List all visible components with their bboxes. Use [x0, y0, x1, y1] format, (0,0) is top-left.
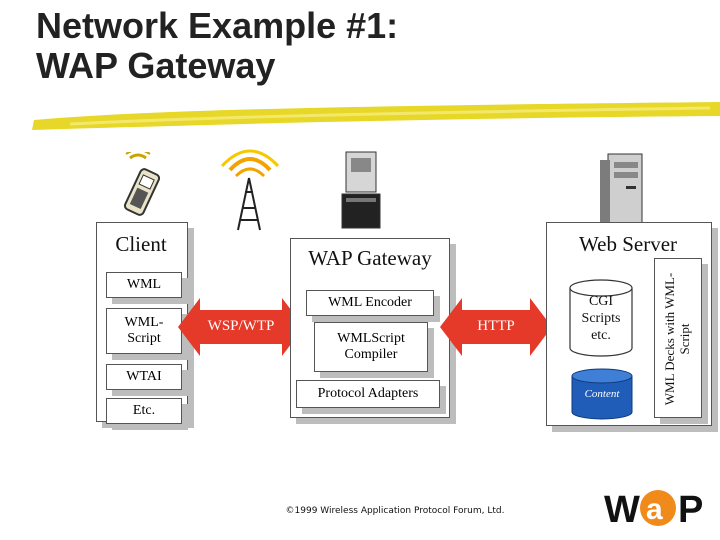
gateway-computer-icon — [341, 151, 381, 229]
cgi-scripts-cylinder — [569, 279, 633, 357]
client-etc-label: Etc. — [132, 403, 156, 418]
svg-text:P: P — [678, 489, 703, 530]
page-title: Network Example #1: WAP Gateway — [36, 6, 398, 86]
antenna-tower-icon — [220, 149, 280, 231]
wsp-wtp-label: WSP/WTP — [207, 318, 275, 334]
title-line-1: Network Example #1: — [36, 5, 399, 46]
http-arrow — [440, 298, 552, 356]
web-server-label: Web Server — [578, 232, 678, 256]
client-wtai-label: WTAI — [126, 369, 162, 384]
protocol-adapters-label: Protocol Adapters — [317, 386, 419, 401]
content-cylinder — [571, 368, 633, 420]
wap-logo: W a P — [604, 489, 703, 530]
wml-encoder-label: WML Encoder — [328, 295, 412, 310]
http-label: HTTP — [477, 318, 515, 334]
wml-decks-label: WML Decks with WML-Script — [662, 272, 692, 406]
copyright-footer: ©1999 Wireless Application Protocol Foru… — [285, 506, 505, 516]
wmlscript-compiler-box: WMLScript Compiler — [314, 322, 428, 372]
wmlscript-compiler-label: WMLScript Compiler — [337, 331, 405, 362]
client-etc-box: Etc. — [106, 398, 182, 424]
client-wml-box: WML — [106, 272, 182, 298]
client-label: Client — [115, 232, 167, 256]
client-wmlscript-box: WML-Script — [106, 308, 182, 354]
client-wmlscript-label: WML-Script — [124, 315, 164, 346]
wsp-wtp-arrow — [178, 298, 304, 356]
gateway-label: WAP Gateway — [308, 246, 432, 270]
phone-icon — [123, 152, 161, 216]
svg-text:W: W — [604, 489, 640, 530]
protocol-adapters-box: Protocol Adapters — [296, 380, 440, 408]
title-line-2: WAP Gateway — [36, 45, 276, 86]
svg-text:a: a — [646, 493, 663, 526]
cgi-scripts-label: CGI Scripts etc. — [581, 293, 621, 343]
client-wtai-box: WTAI — [106, 364, 182, 390]
server-tower-icon — [600, 153, 643, 227]
yellow-brush-stroke — [32, 102, 720, 130]
wml-decks-box — [654, 258, 702, 418]
client-wml-label: WML — [126, 277, 162, 292]
wml-encoder-box: WML Encoder — [306, 290, 434, 316]
content-label: Content — [584, 388, 620, 400]
